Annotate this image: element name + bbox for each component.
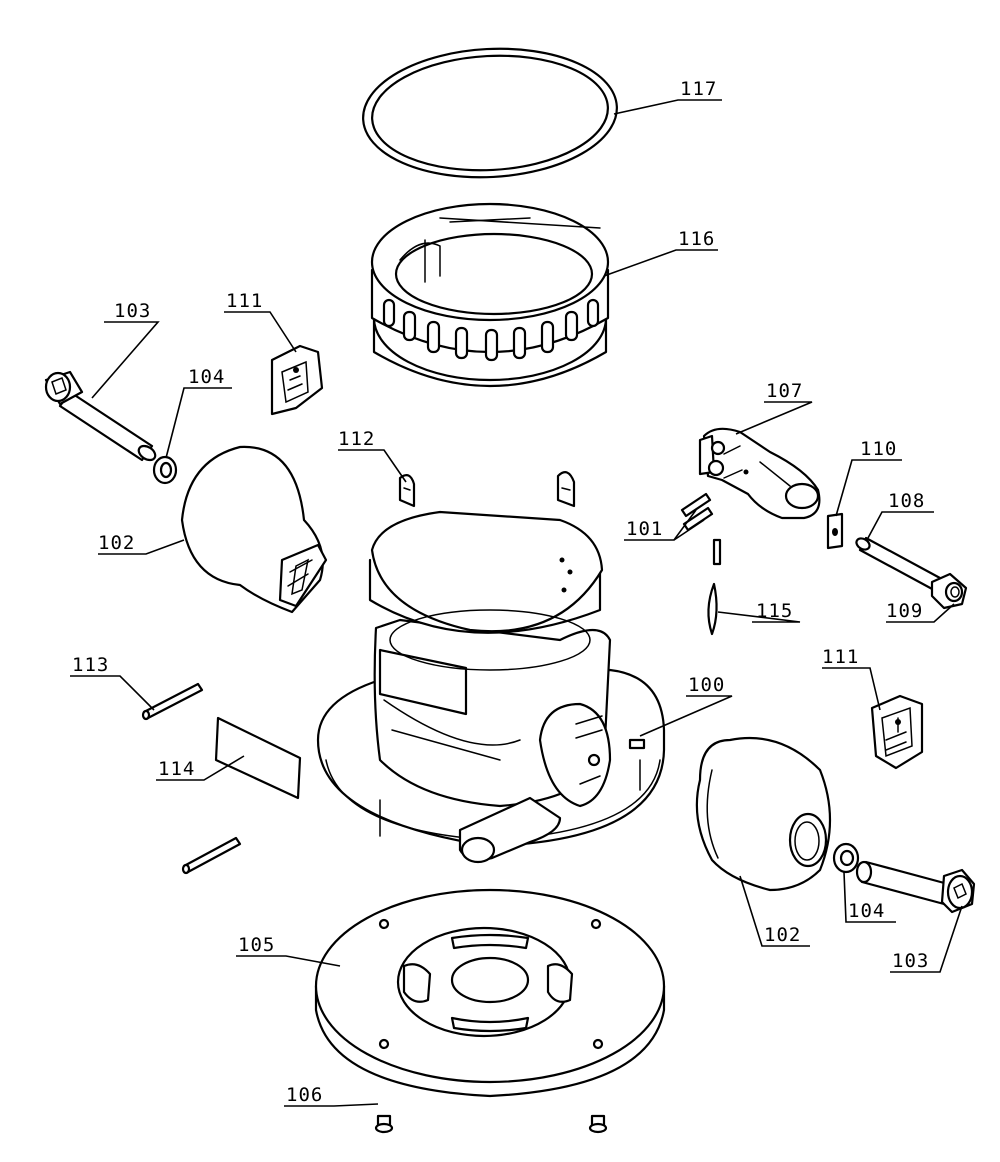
- part-106-screws: [374, 1114, 608, 1134]
- part-103-bolt-right: [855, 860, 976, 914]
- callout-101: 101: [626, 518, 663, 540]
- callout-115: 115: [756, 600, 793, 622]
- part-108-pin: [855, 536, 942, 592]
- callout-110: 110: [860, 438, 897, 460]
- callout-117: 117: [680, 78, 717, 100]
- ring-grip-slots: [382, 298, 600, 362]
- part-102-handle-right: [695, 736, 832, 892]
- callout-105: 105: [238, 934, 275, 956]
- callout-113: 113: [72, 654, 109, 676]
- callout-107: 107: [766, 380, 803, 402]
- part-116-adjustment-ring: [370, 202, 610, 387]
- part-104-washer-left: [152, 455, 178, 485]
- part-113-pin-upper: [141, 682, 204, 721]
- callout-106: 106: [286, 1084, 323, 1106]
- callout-104-left: 104: [188, 366, 225, 388]
- part-110-plate: [826, 512, 844, 550]
- part-101-pins: [680, 492, 722, 566]
- callout-104-right: 104: [848, 900, 885, 922]
- part-102-handle-left: [180, 445, 328, 614]
- part-113-pin-lower: [181, 836, 242, 875]
- part-109-nut: [930, 572, 968, 610]
- part-103-bolt-left: [44, 370, 157, 462]
- callout-100: 100: [688, 674, 725, 696]
- callout-103-right: 103: [892, 950, 929, 972]
- callout-108: 108: [888, 490, 925, 512]
- callout-102-right: 102: [764, 924, 801, 946]
- part-104-washer-right: [832, 842, 860, 874]
- part-112-clips: [398, 471, 576, 508]
- callout-103-left: 103: [114, 300, 151, 322]
- callout-111-lower: 111: [822, 646, 859, 668]
- callout-116: 116: [678, 228, 715, 250]
- part-111-clip-upper: [270, 344, 324, 416]
- leader-lines: [70, 99, 963, 1107]
- part-111-clip-lower: [870, 694, 924, 770]
- part-115-blade: [707, 582, 718, 636]
- part-100-router-base: [316, 510, 666, 864]
- callout-112: 112: [338, 428, 375, 450]
- part-107-lever: [698, 427, 821, 520]
- callout-labels: 117 116 111 103 104 112 107 110 108 101 …: [72, 78, 929, 1106]
- part-117-o-ring: [362, 47, 618, 179]
- callout-111-upper: 111: [226, 290, 263, 312]
- callout-102-left: 102: [98, 532, 135, 554]
- callout-114: 114: [158, 758, 195, 780]
- callout-109: 109: [886, 600, 923, 622]
- part-105-sub-base: [314, 888, 666, 1098]
- part-114-window: [214, 716, 302, 800]
